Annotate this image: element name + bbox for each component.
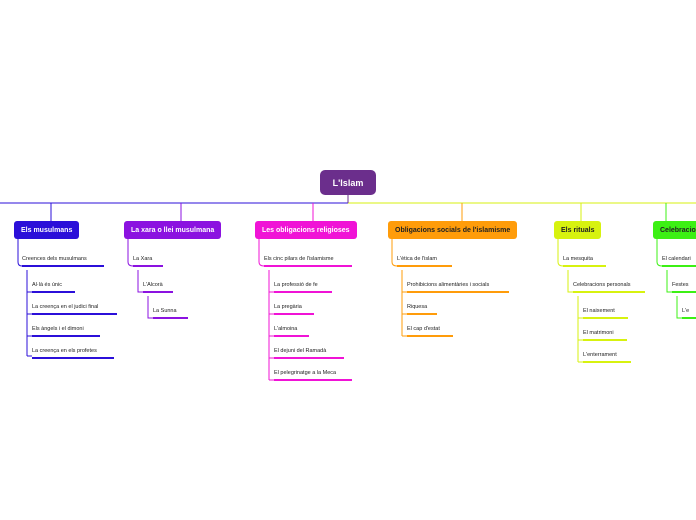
- subtopic-riquesa[interactable]: Riquesa: [407, 304, 437, 315]
- connector: [656, 239, 663, 267]
- subtopic-matrimoni[interactable]: El matrimoni: [583, 330, 627, 341]
- subtopic-professio-de-fe[interactable]: La professió de fe: [274, 282, 332, 293]
- connector: [137, 270, 143, 293]
- subtopic-enterrament[interactable]: L'enterrament: [583, 352, 631, 363]
- subtopic-alcora[interactable]: L'Alcorà: [143, 282, 173, 293]
- connector: [17, 239, 23, 267]
- subtopic-mesquita[interactable]: La mesquita: [563, 256, 606, 267]
- subtopic-pregaria[interactable]: La pregària: [274, 304, 314, 315]
- topic-la-xara-o-llei-musulmana[interactable]: La xara o llei musulmana: [124, 221, 222, 239]
- topic-els-rituals[interactable]: Els rituals: [554, 221, 602, 239]
- subtopic-cut-off[interactable]: L'e: [682, 308, 696, 319]
- topic-celebracions[interactable]: Celebracions: [653, 221, 696, 239]
- connector: [127, 239, 134, 267]
- connector: [567, 270, 573, 293]
- subtopic-etica[interactable]: L'ètica de l'islam: [397, 256, 452, 267]
- connector: [557, 239, 564, 267]
- connector: [258, 239, 265, 267]
- subtopic-prohibicions[interactable]: Prohibicions alimentàries i socials: [407, 282, 509, 293]
- topic-obligacions-socials[interactable]: Obligacions socials de l'islamisme: [388, 221, 518, 239]
- connector: [391, 239, 398, 267]
- topic-les-obligacions-religioses[interactable]: Les obligacions religioses: [255, 221, 357, 239]
- subtopic-judici-final[interactable]: La creença en el judici final: [32, 304, 117, 315]
- subtopic-la-xara[interactable]: La Xara: [133, 256, 163, 267]
- subtopic-naixement[interactable]: El naixement: [583, 308, 628, 319]
- subtopic-profetes[interactable]: La creença en els profetes: [32, 348, 114, 359]
- connector: [26, 270, 32, 357]
- subtopic-cinc-pilars[interactable]: Els cinc pilars de l'islamisme: [264, 256, 352, 267]
- connector: [676, 296, 682, 319]
- connector: [147, 296, 153, 319]
- topic-els-musulmans[interactable]: Els musulmans: [14, 221, 80, 239]
- subtopic-sunna[interactable]: La Sunna: [153, 308, 188, 319]
- subtopic-festes[interactable]: Festes: [672, 282, 696, 293]
- subtopic-dejuni[interactable]: El dejuni del Ramadà: [274, 348, 344, 359]
- root-topic[interactable]: L'Islam: [320, 170, 376, 195]
- subtopic-pelegrinatge[interactable]: El pelegrinatge a la Meca: [274, 370, 352, 381]
- subtopic-celebracions-personals[interactable]: Celebracions personals: [573, 282, 645, 293]
- connector: [401, 270, 407, 337]
- subtopic-calendari[interactable]: El calendari: [662, 256, 696, 267]
- subtopic-almoina[interactable]: L'almoina: [274, 326, 309, 337]
- subtopic-angels-dimoni[interactable]: Els àngels i el dimoni: [32, 326, 100, 337]
- connector: [268, 270, 274, 381]
- connector: [577, 296, 583, 363]
- connector: [666, 270, 672, 293]
- subtopic-cap-estat[interactable]: El cap d'estat: [407, 326, 453, 337]
- subtopic-creences[interactable]: Creences dels musulmans: [22, 256, 104, 267]
- subtopic-ala-es-unic[interactable]: Al·là és únic: [32, 282, 75, 293]
